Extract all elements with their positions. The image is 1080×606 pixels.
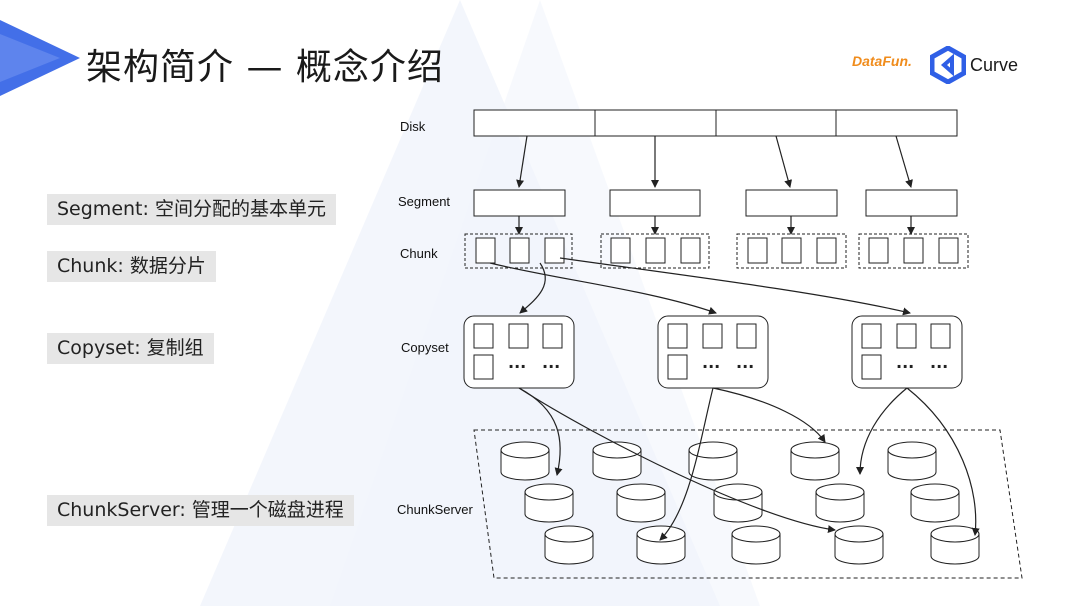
disk-icon [500, 441, 550, 481]
disk-icon [544, 525, 594, 565]
copyset-3: ··· ··· [851, 315, 963, 389]
slide-title: 架构简介 — 概念介绍 [86, 47, 444, 88]
chunkserver-disks [500, 441, 980, 565]
segment-block [865, 189, 958, 217]
disk-icon [910, 483, 960, 523]
chunkserver-region [473, 429, 1023, 579]
copyset-1-ellipsis-a: ··· [508, 357, 526, 376]
concept-label-copyset: Copyset: 复制组 [47, 333, 214, 364]
disk-icon [887, 441, 937, 481]
concept-label-chunk: Chunk: 数据分片 [47, 251, 216, 282]
copyset-1: ··· ··· [463, 315, 575, 389]
concept-label-chunkserver: ChunkServer: 管理一个磁盘进程 [47, 495, 354, 526]
chunk-blocks [475, 237, 959, 264]
disk-icon [616, 483, 666, 523]
disk-icon [592, 441, 642, 481]
chunk-to-copyset-arrows [489, 257, 911, 316]
curve-logo-text: Curve [970, 55, 1019, 75]
datafun-logo: DataFun. [852, 53, 912, 69]
copyset-1-ellipsis-b: ··· [542, 357, 560, 376]
copyset-2-ellipsis-a: ··· [702, 357, 720, 376]
row-label-chunkserver: ChunkServer [397, 502, 474, 517]
disk-icon [688, 441, 738, 481]
segment-block [609, 189, 701, 217]
row-label-segment: Segment [398, 194, 450, 209]
copyset-2: ··· ··· [657, 315, 769, 389]
copyset-3-ellipsis-b: ··· [930, 357, 948, 376]
disk-icon [815, 483, 865, 523]
disk-icon [524, 483, 574, 523]
disk-icon [930, 525, 980, 565]
chunk-groups [464, 233, 969, 269]
segment-block [745, 189, 838, 217]
disk-icon [834, 525, 884, 565]
concept-label-segment: Segment: 空间分配的基本单元 [47, 194, 336, 225]
segment-blocks [473, 189, 958, 217]
copyset-2-ellipsis-b: ··· [736, 357, 754, 376]
segment-to-chunk-arrows [515, 216, 915, 235]
disk-icon [713, 483, 763, 523]
segment-block [473, 189, 566, 217]
row-label-disk: Disk [400, 119, 426, 134]
curve-logo-icon [930, 46, 966, 84]
copyset-to-chunkserver-arrows [518, 387, 980, 541]
row-label-chunk: Chunk [400, 246, 438, 261]
copyset-3-ellipsis-a: ··· [896, 357, 914, 376]
disk-icon [731, 525, 781, 565]
row-label-copyset: Copyset [401, 340, 449, 355]
disk-to-segment-arrows [516, 135, 913, 188]
disk-bar [473, 109, 958, 137]
disk-icon [790, 441, 840, 481]
disk-icon [636, 525, 686, 565]
